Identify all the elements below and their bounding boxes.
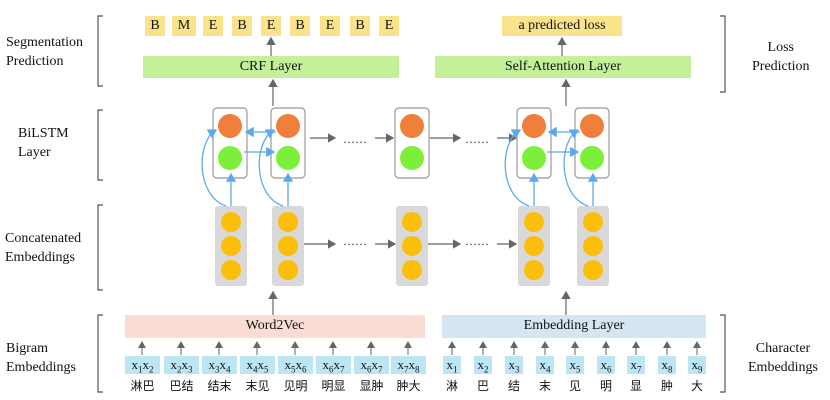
seg-tag: E: [379, 16, 399, 36]
char-chinese-text: 肿: [660, 379, 673, 393]
bigram-token: x7x8: [391, 356, 426, 375]
ellipsis-concat: ……: [465, 234, 489, 248]
concat-label-line2: Embeddings: [5, 250, 75, 265]
bigram-chinese-text: 明显: [321, 379, 346, 393]
ellipsis-concat: ……: [343, 234, 367, 248]
concatenated-embeddings-label: Concatenated Embeddings: [5, 229, 81, 267]
char-token: x3: [505, 356, 523, 375]
character-label-line2: Embeddings: [748, 360, 818, 375]
seg-tag: B: [350, 16, 370, 36]
embedding-layer: Embedding Layer: [442, 315, 706, 338]
bilstm-label-line2: Layer: [18, 145, 51, 160]
bigram-chinese-text: 结末: [207, 379, 232, 393]
bilstm-label-line1: BiLSTM: [18, 126, 69, 141]
char-chinese-text: 见: [568, 379, 581, 393]
bigram-token: x1x2: [125, 356, 160, 375]
bracket-segmentation: [97, 15, 103, 87]
concat-column: [396, 206, 428, 286]
predicted-loss-box: a predicted loss: [502, 16, 622, 36]
bigram-embeddings-label: Bigram Embeddings: [6, 339, 76, 377]
word2vec-layer: Word2Vec: [125, 315, 425, 338]
bilstm-cell: [212, 107, 248, 179]
char-chinese-text: 结: [507, 379, 520, 393]
character-label-line1: Character: [755, 341, 811, 356]
bigram-token: x6x7: [354, 356, 389, 375]
loss-label-line1: Loss: [767, 40, 794, 55]
bigram-chinese-text: 显肿: [359, 379, 384, 393]
char-chinese-text: 末: [538, 379, 551, 393]
concat-column: [215, 206, 247, 286]
bigram-chinese-text: 淋巴: [130, 379, 155, 393]
bracket-bigram: [97, 314, 103, 393]
char-chinese-text: 巴: [476, 379, 489, 393]
char-chinese-text: 显: [629, 379, 642, 393]
char-chinese-text: 淋: [445, 379, 458, 393]
char-token: x1: [443, 356, 461, 375]
char-chinese-text: 大: [690, 379, 703, 393]
bilstm-layer-label: BiLSTM Layer: [18, 124, 69, 162]
char-token: x6: [597, 356, 615, 375]
bigram-chinese-text: 末见: [245, 379, 270, 393]
bigram-token: x5x6: [278, 356, 313, 375]
bigram-token: x3x4: [202, 356, 237, 375]
bilstm-cell: [394, 107, 430, 179]
segmentation-label-line1: Segmentation: [6, 35, 83, 50]
crf-layer: CRF Layer: [143, 56, 399, 78]
segmentation-label-line2: Prediction: [6, 54, 64, 69]
seg-tag: B: [145, 16, 165, 36]
concat-column: [272, 206, 304, 286]
ellipsis-lstm: ……: [343, 132, 367, 146]
blue-connections-right: [504, 126, 599, 207]
bracket-character: [720, 314, 726, 393]
seg-tag: M: [172, 16, 196, 36]
bracket-loss: [720, 15, 726, 93]
seg-tag: E: [261, 16, 281, 36]
ellipsis-lstm: ……: [465, 132, 489, 146]
bilstm-cell: [270, 107, 306, 179]
seg-tag: E: [320, 16, 340, 36]
bilstm-cell: [516, 107, 552, 179]
char-token: x8: [658, 356, 676, 375]
bigram-label-line2: Embeddings: [6, 360, 76, 375]
char-token: x5: [566, 356, 584, 375]
char-token: x9: [688, 356, 706, 375]
token-arrows: [138, 341, 701, 355]
char-token: x7: [627, 356, 645, 375]
bigram-label-line1: Bigram: [6, 341, 48, 356]
char-token: x2: [474, 356, 492, 375]
bigram-chinese-text: 肿大: [396, 379, 421, 393]
bigram-token: x4x5: [240, 356, 275, 375]
bilstm-cell: [574, 107, 610, 179]
bracket-concat: [97, 204, 103, 291]
char-token: x4: [536, 356, 554, 375]
char-chinese-text: 明: [599, 379, 612, 393]
loss-label-line2: Prediction: [752, 59, 810, 74]
concat-label-line1: Concatenated: [5, 231, 82, 246]
character-embeddings-label: Character Embeddings: [748, 339, 818, 377]
bigram-token: x2x3: [164, 356, 199, 375]
bracket-bilstm: [97, 109, 103, 181]
seg-tag: B: [232, 16, 252, 36]
seg-tag: E: [203, 16, 223, 36]
concat-column: [577, 206, 609, 286]
segmentation-prediction-label: Segmentation Prediction: [6, 33, 83, 71]
self-attention-layer: Self-Attention Layer: [435, 56, 691, 78]
concat-column: [518, 206, 550, 286]
bigram-token: x6x7: [316, 356, 351, 375]
blue-connections-left: [201, 126, 294, 207]
bigram-chinese-text: 巴结: [169, 379, 194, 393]
bigram-chinese-text: 见明: [283, 379, 308, 393]
seg-tag: B: [290, 16, 310, 36]
loss-prediction-label: Loss Prediction: [752, 38, 810, 76]
